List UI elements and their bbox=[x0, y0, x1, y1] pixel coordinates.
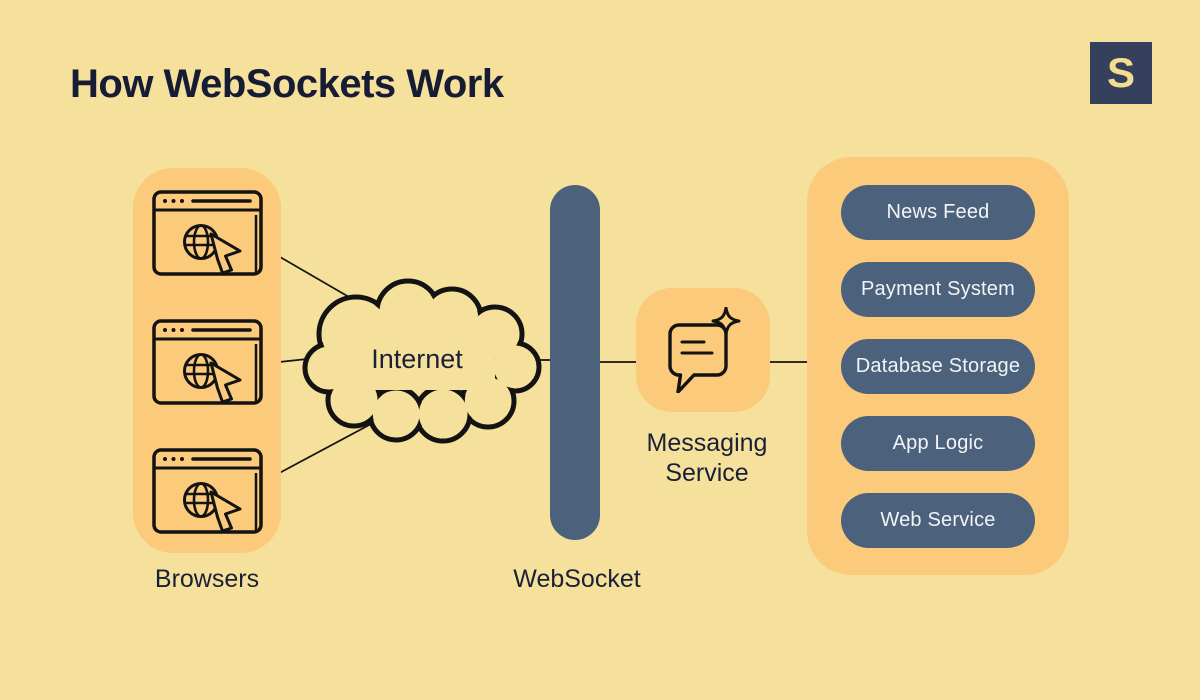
service-pill-label: Payment System bbox=[861, 277, 1015, 300]
services-panel: News Feed Payment System Database Storag… bbox=[807, 157, 1069, 575]
service-pill-app-logic: App Logic bbox=[841, 415, 1035, 471]
service-pill-label: App Logic bbox=[892, 431, 984, 454]
page-title: How WebSockets Work bbox=[70, 62, 504, 106]
service-pill-web-service: Web Service bbox=[841, 492, 1035, 548]
service-pill-label: Database Storage bbox=[855, 354, 1021, 377]
browsers-panel bbox=[133, 168, 281, 553]
chat-bubble-sparkle-icon bbox=[668, 307, 741, 393]
websocket-bar bbox=[550, 185, 600, 540]
service-pill-news-feed: News Feed bbox=[841, 184, 1035, 240]
internet-label: Internet bbox=[371, 344, 463, 374]
service-pill-label: News Feed bbox=[886, 200, 990, 223]
brand-logo: S bbox=[1090, 42, 1152, 104]
browsers-label: Browsers bbox=[154, 565, 260, 593]
brand-logo-letter: S bbox=[1106, 49, 1135, 96]
browser-window-icon bbox=[151, 190, 263, 276]
service-pill-label: Web Service bbox=[880, 508, 996, 531]
service-pill-database-storage: Database Storage bbox=[841, 338, 1035, 394]
browser-window-icon bbox=[151, 319, 263, 405]
service-pill-payment-system: Payment System bbox=[841, 261, 1035, 317]
messaging-service-label: Messaging Service bbox=[646, 429, 768, 487]
websocket-label: WebSocket bbox=[513, 565, 641, 593]
messaging-service-box bbox=[636, 288, 770, 412]
browser-window-icon bbox=[151, 448, 263, 534]
